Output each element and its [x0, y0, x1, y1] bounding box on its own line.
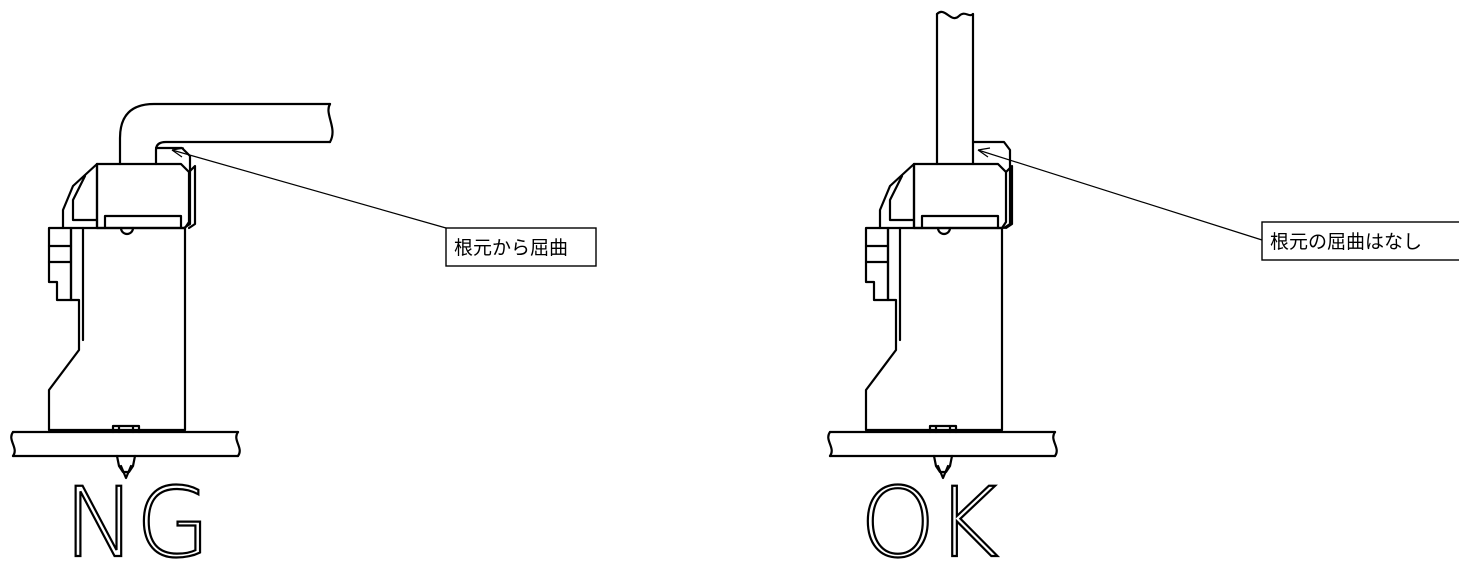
ng-callout-text: 根元から屈曲: [454, 237, 568, 259]
ok-panel: 根元の屈曲はなし OK: [827, 10, 1459, 565]
ng-leader-line: [171, 149, 447, 229]
ok-callout-text: 根元の屈曲はなし: [1270, 231, 1422, 253]
ng-verdict: NG: [64, 467, 210, 565]
ok-cable: [935, 12, 975, 166]
ng-callout: 根元から屈曲: [445, 227, 597, 267]
ok-callout: 根元の屈曲はなし: [1261, 221, 1459, 261]
ng-cable: [118, 102, 332, 166]
ok-verdict: OK: [860, 467, 999, 565]
ng-connector-drawing: [10, 162, 241, 480]
ng-panel: 根元から屈曲 NG: [10, 102, 597, 565]
ok-connector-drawing: [827, 162, 1058, 480]
ok-leader-line: [977, 149, 1263, 241]
